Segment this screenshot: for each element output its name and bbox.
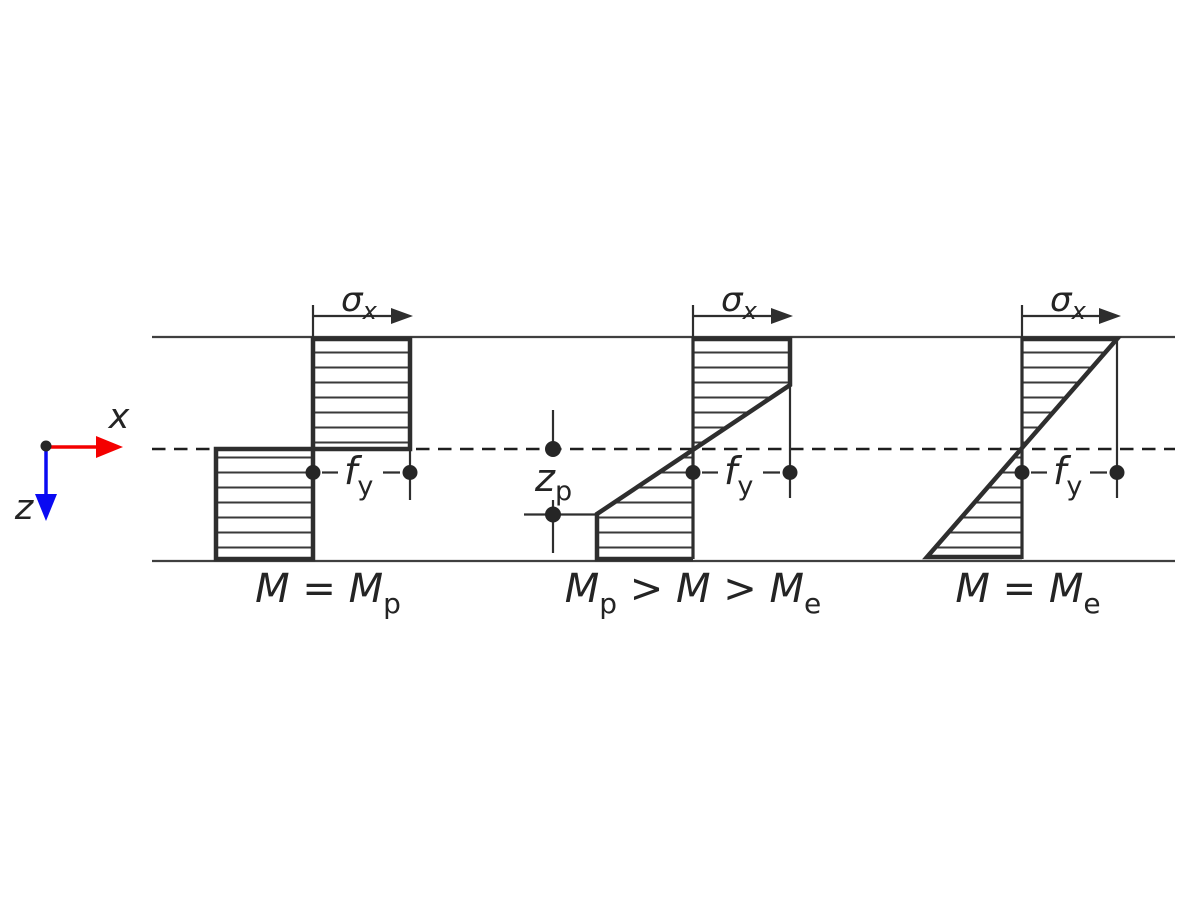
fy-right-dot bbox=[402, 465, 418, 480]
elastoplastic-top-hatch bbox=[693, 339, 790, 450]
fy-label: fy bbox=[724, 449, 753, 502]
diagram-elastic-plastic: σx fy zp Mp > M > Me bbox=[524, 280, 821, 620]
diagram-fully-plastic: σx fy M = Mp bbox=[213, 280, 418, 620]
fy-left-dot bbox=[685, 465, 701, 480]
plastic-bottom-stress-block-hatch bbox=[216, 449, 313, 559]
sigma-x-label: σx bbox=[341, 280, 378, 325]
fy-left-dot bbox=[305, 465, 321, 480]
zp-lower-dot bbox=[545, 506, 561, 523]
fy-label: fy bbox=[344, 449, 373, 502]
elastoplastic-stress-profile bbox=[594, 336, 793, 562]
moment-label-plastic: M = Mp bbox=[255, 566, 401, 620]
z-axis-arrowhead-icon bbox=[35, 494, 57, 521]
elastoplastic-bottom-hatch bbox=[597, 450, 693, 559]
origin-dot bbox=[40, 440, 52, 452]
sigma-x-label: σx bbox=[721, 280, 758, 325]
fy-right-dot bbox=[782, 465, 798, 480]
sigma-arrowhead-icon bbox=[1099, 308, 1121, 324]
sigma-arrowhead-icon bbox=[391, 308, 413, 324]
moment-label-elastoplastic: Mp > M > Me bbox=[565, 566, 821, 620]
zp-label: zp bbox=[534, 456, 572, 507]
moment-label-elastic: M = Me bbox=[955, 566, 1100, 620]
zp-upper-dot bbox=[545, 441, 561, 457]
plastic-bottom-stress-block-outline bbox=[213, 446, 316, 562]
fy-right-dot bbox=[1109, 465, 1125, 480]
z-axis-label: z bbox=[14, 488, 34, 528]
fy-label: fy bbox=[1053, 449, 1082, 502]
elastic-stress-profile bbox=[922, 336, 1122, 560]
sigma-arrowhead-icon bbox=[771, 308, 793, 324]
diagram-elastic: σx fy M = Me bbox=[922, 280, 1125, 620]
plastic-top-stress-block-outline bbox=[310, 336, 413, 452]
x-axis-label: x bbox=[108, 397, 130, 437]
coordinate-system: x z bbox=[14, 397, 130, 528]
plastic-top-stress-block-hatch bbox=[313, 339, 410, 449]
fy-left-dot bbox=[1014, 465, 1030, 480]
x-axis-arrowhead-icon bbox=[96, 436, 123, 458]
sigma-x-label: σx bbox=[1050, 280, 1087, 325]
